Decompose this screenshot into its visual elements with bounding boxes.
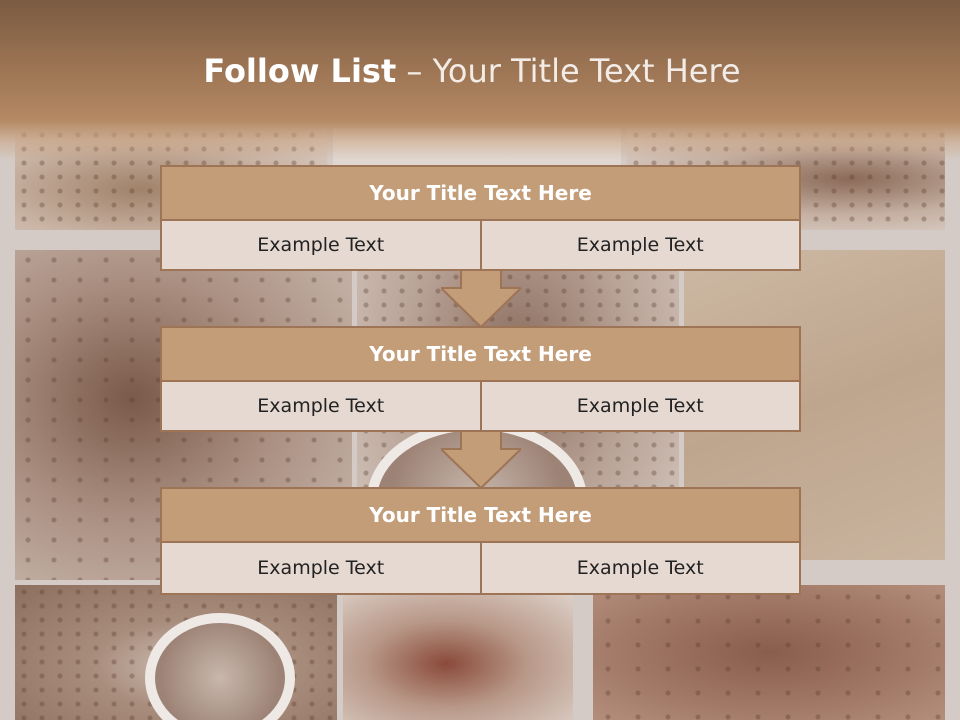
- block-title-1[interactable]: Your Title Text Here: [160, 165, 801, 221]
- block-row-1: Example Text Example Text: [160, 221, 801, 271]
- espresso-cup-photo: [15, 585, 337, 720]
- list-block-3[interactable]: Your Title Text Here Example Text Exampl…: [160, 487, 801, 595]
- list-block-2[interactable]: Your Title Text Here Example Text Exampl…: [160, 326, 801, 432]
- coffee-bag-scoop-photo: [343, 595, 573, 720]
- block-3-right-cell[interactable]: Example Text: [481, 543, 801, 595]
- block-title-3[interactable]: Your Title Text Here: [160, 487, 801, 543]
- header-band: [0, 0, 960, 160]
- slide-title[interactable]: Follow List – Your Title Text Here: [0, 52, 944, 90]
- block-row-3: Example Text Example Text: [160, 543, 801, 595]
- down-arrow-icon: [441, 431, 521, 489]
- block-2-right-cell[interactable]: Example Text: [481, 382, 801, 432]
- block-1-left-cell[interactable]: Example Text: [160, 221, 482, 271]
- list-block-1[interactable]: Your Title Text Here Example Text Exampl…: [160, 165, 801, 271]
- block-3-left-cell[interactable]: Example Text: [160, 543, 482, 595]
- block-row-2: Example Text Example Text: [160, 382, 801, 432]
- slide-title-rest: – Your Title Text Here: [396, 52, 741, 90]
- block-title-2[interactable]: Your Title Text Here: [160, 326, 801, 382]
- roasted-beans-photo: [593, 585, 945, 720]
- down-arrow-icon: [441, 270, 521, 328]
- block-1-right-cell[interactable]: Example Text: [481, 221, 801, 271]
- slide-title-bold: Follow List: [203, 52, 397, 90]
- block-2-left-cell[interactable]: Example Text: [160, 382, 482, 432]
